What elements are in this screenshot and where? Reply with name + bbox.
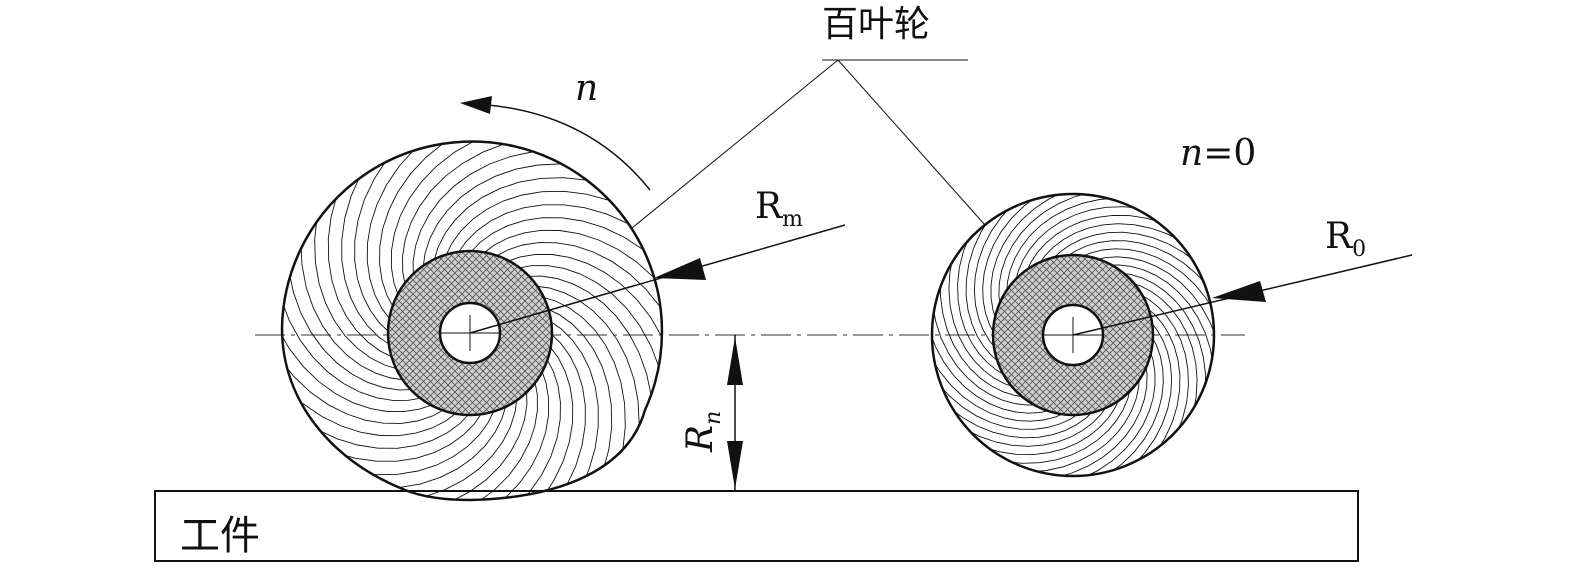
flap-line-right xyxy=(1036,363,1148,476)
flap-line-right xyxy=(1090,334,1164,476)
workpiece-block xyxy=(154,490,1359,562)
flap-line-left xyxy=(282,411,483,462)
flap-wheel-outline-right xyxy=(930,192,1216,478)
flap-line-right xyxy=(1143,306,1181,468)
flap-line-right xyxy=(973,194,1029,350)
flap-line-right xyxy=(957,217,1007,377)
radius-label-r0: R0 xyxy=(1325,216,1366,262)
flap-wheel-outline-left xyxy=(280,140,664,502)
flap-line-left xyxy=(541,296,626,499)
workpiece-label: 工件 xyxy=(180,513,260,559)
rotation-arrow-icon xyxy=(460,96,651,191)
flap-line-right xyxy=(1006,197,1137,294)
flap-line-left xyxy=(282,279,434,413)
flap-line-left xyxy=(282,247,424,401)
flap-line-right xyxy=(948,236,1016,388)
flap-line-right xyxy=(1119,272,1206,411)
radius-label-rn: Rn xyxy=(680,411,726,453)
flap-line-right xyxy=(932,284,1039,406)
flap-line-right xyxy=(940,259,1027,398)
flap-line-left xyxy=(433,177,636,262)
flap-line-left xyxy=(390,141,524,297)
flap-line-left xyxy=(516,332,586,500)
flap-line-left xyxy=(506,253,662,387)
stationary-label: n=0 xyxy=(1180,133,1256,174)
flap-line-right xyxy=(998,194,1110,307)
dimension-arrow-icon xyxy=(727,335,743,491)
flap-line-right xyxy=(1117,320,1173,476)
flap-line-right xyxy=(932,339,1066,422)
rotation-speed-label: n xyxy=(575,68,598,109)
flap-line-left xyxy=(449,357,561,500)
flap-line-right xyxy=(990,194,1083,321)
flap-line-right xyxy=(1130,282,1198,434)
flap-line-right xyxy=(1025,214,1182,273)
flap-line-right xyxy=(932,311,1052,414)
flap-line-right xyxy=(1065,240,1214,304)
flap-line-right xyxy=(934,392,1095,439)
flap-line-left xyxy=(282,312,446,424)
radius-line-rm xyxy=(469,224,846,334)
flap-line-right xyxy=(1009,376,1140,473)
flap-line-right xyxy=(1063,349,1156,476)
flap-line-right xyxy=(965,202,1003,364)
flap-line-right xyxy=(1094,256,1214,359)
flap-line-right xyxy=(1080,248,1214,331)
flap-line-right xyxy=(1014,206,1161,283)
flap-line-right xyxy=(1051,231,1212,278)
dimension-arrow-icon xyxy=(1072,254,1413,336)
leader-line-left xyxy=(631,59,839,229)
flap-line-right xyxy=(947,404,1109,447)
flap-line-left xyxy=(314,167,399,370)
leader-line-right xyxy=(837,59,986,226)
flap-line-left xyxy=(327,397,518,500)
dimension-arrow-icon xyxy=(469,224,846,334)
radius-label-rm: Rm xyxy=(755,186,803,232)
flap-line-right xyxy=(964,397,1121,456)
svg-text:Rn: Rn xyxy=(680,411,726,453)
flap-line-right xyxy=(932,366,1081,430)
flap-line-left xyxy=(354,389,528,500)
flap-line-right xyxy=(1107,264,1214,386)
flap-line-right xyxy=(1139,293,1189,453)
flap-line-left xyxy=(483,345,574,500)
flap-line-right xyxy=(982,194,1056,336)
flap-line-right xyxy=(1037,223,1199,266)
flap-wheel-label: 百叶轮 xyxy=(822,4,930,45)
flap-line-left xyxy=(416,369,550,500)
flap-line-left xyxy=(548,320,599,500)
flap-line-right xyxy=(985,387,1132,464)
flap-line-left xyxy=(384,379,538,500)
